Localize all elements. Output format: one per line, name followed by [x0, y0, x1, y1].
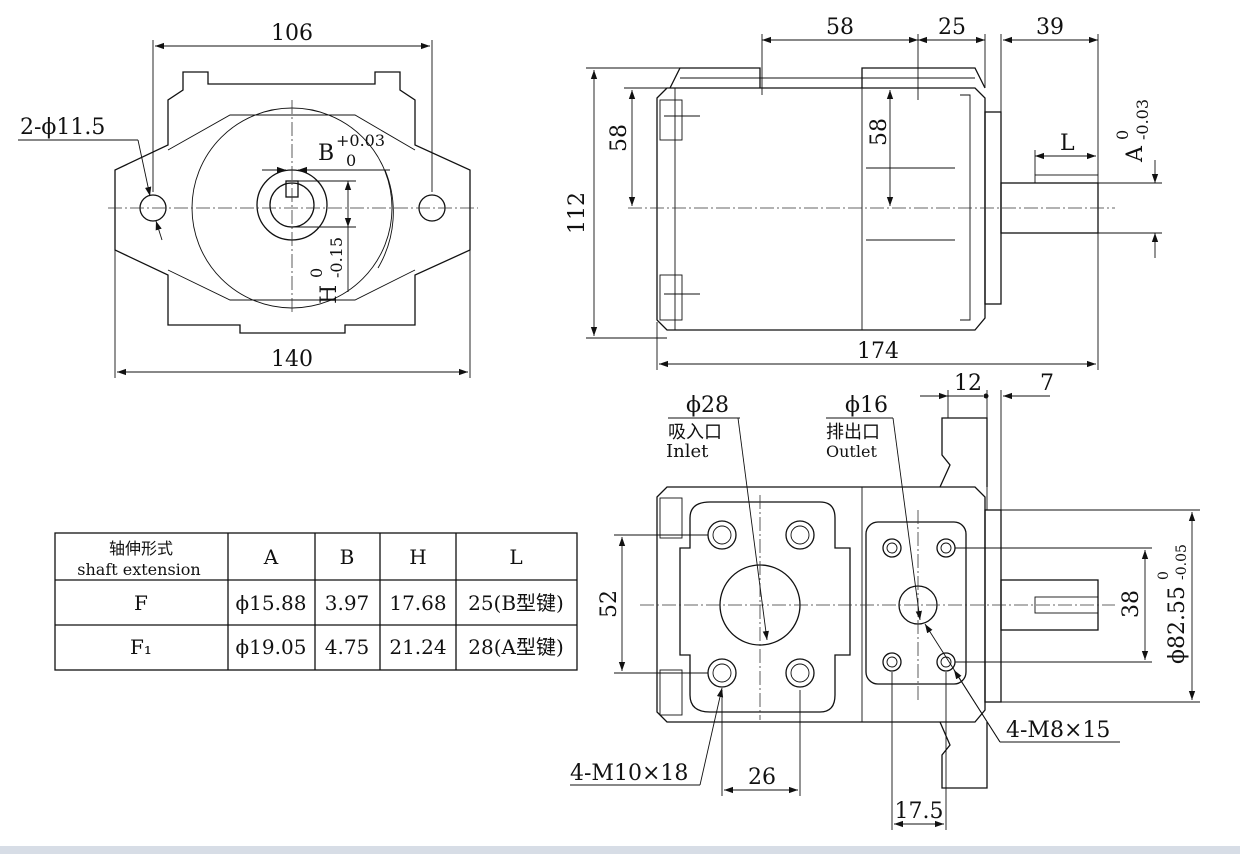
side-bolt-boss-bottom [659, 274, 683, 321]
dim-pilot-tol-lower: -0.05 [1174, 544, 1190, 580]
table-header-cn: 轴伸形式 [109, 539, 173, 558]
dim-12-dot [983, 393, 989, 399]
front-arc-right [377, 169, 394, 269]
dim-38-label: 38 [1119, 590, 1144, 618]
m10-leader [699, 687, 724, 786]
port-flange [984, 509, 1002, 703]
port-boss-bot-left [659, 669, 683, 716]
dim-12-label: 12 [954, 371, 982, 396]
dim-58-mid-label: 58 [867, 118, 892, 146]
table-col-a: A [263, 545, 279, 569]
inlet-bolt-br [785, 658, 815, 688]
window-bottom-bar [0, 846, 1240, 854]
outlet-bolt-tr-in [940, 542, 952, 554]
m8-label: 4-M8×15 [1006, 718, 1110, 743]
dim-7-label: 7 [1040, 371, 1054, 396]
side-shaft-key [1034, 174, 1099, 184]
front-flange-lobes [167, 114, 416, 301]
dim-h-tol-upper: 0 [307, 268, 326, 278]
dim-h-tol-lower: -0.15 [327, 237, 346, 278]
port-ear-top [939, 417, 988, 488]
table-border [54, 532, 578, 671]
outlet-cn-label: 排出口 [826, 422, 880, 443]
front-body-outline [114, 71, 471, 334]
dim-17-5-label: 17.5 [895, 799, 944, 824]
outlet-bolt-bl [882, 652, 902, 672]
table-row-f-l: 25(B型键) [468, 591, 564, 615]
dim-58-left-label: 58 [607, 124, 632, 152]
outlet-en-label: Outlet [826, 442, 877, 461]
outlet-bolt-tl [882, 538, 902, 558]
dim-106-label: 106 [271, 21, 313, 46]
table-row-f1-a: ϕ19.05 [236, 635, 307, 659]
dim-a-tol-upper: 0 [1113, 130, 1132, 140]
dim-25-label: 25 [938, 15, 966, 40]
inlet-bolt-tr [785, 520, 815, 550]
outlet-leader [892, 417, 922, 621]
dim-52-label: 52 [597, 590, 622, 618]
table-row-f1-l: 28(A型键) [468, 635, 564, 659]
table-row-f-a: ϕ15.88 [236, 591, 307, 615]
side-bolt-boss-top [659, 99, 683, 141]
dim-112-label: 112 [565, 192, 590, 234]
table-row-f-h: 17.68 [389, 591, 446, 615]
outlet-bolt-br [936, 652, 956, 672]
m10-label: 4-M10×18 [570, 761, 688, 786]
inlet-cn-label: 吸入口 [668, 422, 722, 443]
inlet-bolt-bl-in [712, 663, 732, 683]
dim-pilot-label: ϕ82.55 [1165, 586, 1190, 664]
hole-leader-line [137, 139, 152, 197]
dim-l-label: L [1060, 131, 1075, 156]
outlet-bolt-tl-in [886, 542, 898, 554]
port-boss-top-left [659, 497, 683, 539]
table-row-f1-b: 4.75 [325, 635, 370, 659]
dim-174-label: 174 [857, 339, 899, 364]
dim-b-tol-lower: 0 [346, 151, 356, 170]
m8-leader-2 [953, 669, 1001, 743]
side-body-outline [656, 87, 986, 331]
inlet-dia-label: ϕ28 [686, 393, 729, 418]
inlet-leader [737, 417, 769, 641]
dim-a-tol-lower: -0.03 [1133, 99, 1152, 140]
table-col-l: L [509, 545, 522, 569]
port-view: ϕ28 吸入口 Inlet ϕ16 排出口 Outlet 12 7 52 38 [570, 371, 1200, 830]
dim-39-label: 39 [1036, 15, 1064, 40]
front-view: 106 140 2-ϕ11.5 B +0.03 0 H 0 -0.15 [18, 21, 478, 378]
side-body-right-step [960, 94, 971, 321]
table-row-f-b: 3.97 [325, 591, 370, 615]
inlet-bolt-tr-in [790, 525, 810, 545]
inlet-bolt-br-in [790, 663, 810, 683]
outlet-flange [865, 521, 967, 685]
port-ear-bottom [939, 721, 988, 789]
dim-b-tol-upper: +0.03 [336, 131, 385, 150]
dim-h-label: H [317, 285, 342, 304]
outlet-bolt-tr [936, 538, 956, 558]
dim-140-label: 140 [271, 347, 313, 372]
table-header-en: shaft extension [77, 560, 200, 579]
inlet-en-label: Inlet [666, 441, 709, 462]
side-view: 58 25 39 112 58 58 174 L A [565, 15, 1162, 370]
dim-pilot-tol-upper: 0 [1156, 571, 1172, 580]
inlet-bolt-tl-in [712, 525, 732, 545]
dim-b-label: B [318, 141, 334, 166]
side-body-inner [674, 88, 863, 330]
outlet-bolt-bl-in [886, 656, 898, 668]
table-row-f1-type: F₁ [130, 635, 152, 659]
outlet-dia-label: ϕ16 [845, 393, 888, 418]
dim-58-top-label: 58 [826, 15, 854, 40]
shaft-extension-table: 轴伸形式 shaft extension A B H L F ϕ15.88 3.… [54, 532, 578, 671]
hole-note: 2-ϕ11.5 [20, 115, 105, 140]
table-row-f-type: F [134, 591, 148, 615]
table-row-f1-h: 21.24 [389, 635, 446, 659]
dim-26-label: 26 [748, 765, 776, 790]
table-col-h: H [409, 545, 426, 569]
hole-leader-line-2 [155, 220, 163, 241]
table-col-b: B [340, 545, 355, 569]
inlet-bolt-tl [707, 520, 737, 550]
inlet-flange [679, 501, 851, 713]
dim-a-label: A [1123, 145, 1148, 163]
inlet-bolt-bl [707, 658, 737, 688]
